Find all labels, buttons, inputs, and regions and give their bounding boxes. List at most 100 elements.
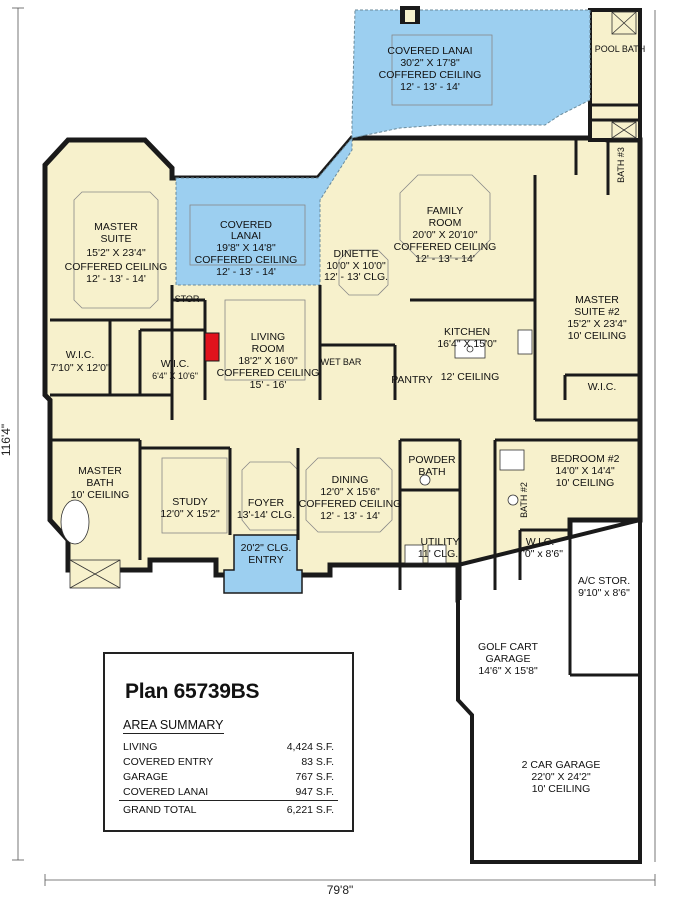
fireplace-icon [204,332,220,362]
room-stor: STOR [175,294,200,304]
room-size: 16'4" X 15'0" [437,338,497,350]
room-bath3: BATH #3 [616,147,626,183]
room-name: ENTRY [248,554,283,566]
summary-label: COVERED LANAI [123,786,209,798]
summary-row: LIVING 4,424 S.F. [119,740,338,755]
room-name: LIVING [251,331,285,343]
room-living-room: LIVING ROOM 18'2" X 16'0" COFFERED CEILI… [217,331,320,391]
room-name: ROOM [429,217,462,229]
room-name: GOLF CART [478,641,538,653]
area-summary-table: LIVING 4,424 S.F. COVERED ENTRY 83 S.F. … [119,740,338,818]
entry-porch [223,534,303,594]
room-powder-bath: POWDER BATH [408,454,456,478]
summary-total-row: GRAND TOTAL 6,221 S.F. [119,800,338,818]
room-name: WET BAR [321,357,362,367]
room-name: PANTRY [391,374,433,386]
room-ceiling: 11' CLG. [418,548,458,560]
ceiling-outlines [73,34,493,534]
room-ceiling: 12' - 13' - 14' [216,266,276,278]
room-size: 30'2" X 17'8" [400,57,460,69]
room-name: W.I.C. [161,358,190,370]
room-name: BATH [86,477,113,489]
room-ceiling: COFFERED CEILING [65,261,168,273]
room-size: 10'0" X 10'0" [326,260,386,272]
room-ceiling: 12' CEILING [441,371,500,383]
room-ceiling: 15' - 16' [250,379,287,391]
room-size: 7'10" X 12'0" [50,362,110,374]
room-name: UTILITY [420,536,459,548]
powder-toilet [419,474,431,486]
room-size: 18'2" X 16'0" [238,355,298,367]
room-golf-cart-garage: GOLF CART GARAGE 14'6" X 15'8" [478,641,538,677]
room-ac-stor: A/C STOR. 9'10" x 8'6" [578,575,630,599]
bath2-tub [499,449,525,471]
room-size: 15'2" X 23'4" [567,318,627,330]
room-name: MASTER [94,221,138,233]
summary-row: COVERED LANAI 947 S.F. [119,785,338,801]
room-size: 14'0" X 14'4" [555,465,615,477]
room-ceiling: 10' CEILING [568,330,627,342]
room-size: 9'10" x 8'6" [578,587,630,599]
room-ceiling: 12' - 13' - 14' [320,510,380,522]
room-ceiling: 10' CEILING [71,489,130,501]
room-master-bath: MASTER BATH 10' CEILING [71,465,130,501]
room-utility: UTILITY 11' CLG. [418,536,460,560]
room-name: DINING [332,474,369,486]
depth-dimension: 116'4" [0,424,13,456]
room-name: DINETTE [334,248,379,260]
room-name: POWDER [408,454,456,466]
dryer [427,544,447,564]
room-size: 20'0" X 20'10" [412,229,477,241]
room-name: A/C STOR. [578,575,630,587]
room-size: 12'0" X 15'6" [320,486,380,498]
room-name: 2 CAR GARAGE [522,759,601,771]
room-wic-master: W.I.C. 7'10" X 12'0" [50,349,110,374]
room-study: STUDY 12'0" X 15'2" [160,496,220,520]
room-ceiling: 12' - 13' CLG. [324,271,388,283]
covered-lanai-mid [175,136,353,286]
room-name: FAMILY [427,205,464,217]
room-name: SUITE [101,233,132,245]
room-name: POOL BATH [595,44,646,54]
room-entry: 20'2" CLG. ENTRY [241,542,292,566]
room-name: BATH #3 [616,147,626,183]
room-size: 7'0" x 8'6" [517,548,563,560]
room-size: 19'8" X 14'8" [216,242,276,254]
room-ceiling: COFFERED CEILING [195,254,298,266]
room-ceiling: 10' CEILING [556,477,615,489]
interior-walls [50,103,640,700]
fixtures [60,11,637,589]
summary-value: 83 S.F. [301,756,334,768]
room-bath2: BATH #2 [519,482,529,518]
summary-total-label: GRAND TOTAL [119,800,260,818]
room-ceiling: COFFERED CEILING [394,241,497,253]
room-dinette: DINETTE 10'0" X 10'0" 12' - 13' CLG. [324,248,388,283]
room-wic-suite2: W.I.C. [588,381,617,393]
room-labels: COVERED LANAI 30'2" X 17'8" COFFERED CEI… [50,44,645,795]
room-name: FOYER [248,497,285,509]
summary-value: 767 S.F. [295,771,334,783]
summary-value: 947 S.F. [295,786,334,798]
room-covered-lanai-top: COVERED LANAI 30'2" X 17'8" COFFERED CEI… [379,45,482,93]
summary-row: COVERED ENTRY 83 S.F. [119,755,338,770]
summary-row: GARAGE 767 S.F. [119,770,338,785]
lanai-fireplace-box [405,10,415,22]
room-ceiling: 12' - 13' - 14' [400,81,460,93]
washer [404,544,424,564]
room-foyer: FOYER 13'-14' CLG. [237,497,295,521]
room-master-suite: MASTER SUITE 15'2" X 23'4" COFFERED CEIL… [65,221,168,285]
room-name: GARAGE [486,653,531,665]
room-name: STOR [175,294,200,304]
room-ceiling: COFFERED CEILING [217,367,320,379]
room-name: W.I.C. [588,381,617,393]
summary-label: LIVING [123,741,158,753]
room-name: KITCHEN [444,326,490,338]
room-dining: DINING 12'0" X 15'6" COFFERED CEILING 12… [299,474,402,522]
tub [60,499,90,545]
summary-total-value: 6,221 S.F. [259,800,338,818]
room-ceiling: 12' - 13' - 14' [86,273,146,285]
lanai-fill [175,6,591,594]
room-name: STUDY [172,496,208,508]
room-two-car-garage: 2 CAR GARAGE 22'0" X 24'2" 10' CEILING [522,759,601,795]
